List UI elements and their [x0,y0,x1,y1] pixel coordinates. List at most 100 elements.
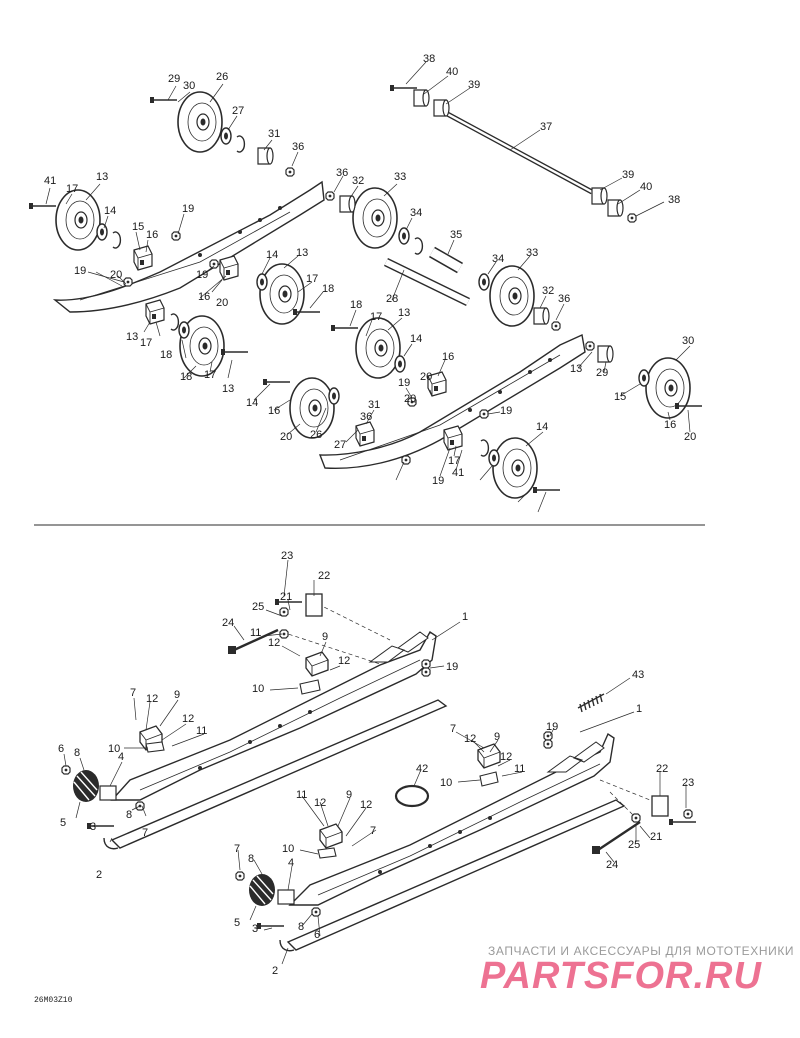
callout: 13 [570,363,582,375]
callout: 14 [104,205,116,217]
callout: 12 [314,797,326,809]
callout: 12 [500,751,512,763]
callout: 42 [416,763,428,775]
callout: 16 [442,351,454,363]
upper-suspension-assembly: 29 30 26 27 31 36 38 40 39 37 39 40 38 4… [28,53,703,513]
callout: 34 [410,207,422,219]
callout: 17 [306,273,318,285]
callout: 15 [132,221,144,233]
callout: 32 [542,285,554,297]
callout: 10 [440,777,452,789]
callout: 8 [298,921,304,933]
callout: 17 [370,311,382,323]
callout: 24 [606,859,618,871]
callout: 40 [640,181,652,193]
callout: 19 [500,405,512,417]
callout: 16 [146,229,158,241]
callout: 13 [96,171,108,183]
callout: 1 [462,611,468,623]
callout: 19 [182,203,194,215]
callout: 12 [146,693,158,705]
callout: 21 [280,591,292,603]
callout: 28 [386,293,398,305]
callout: 5 [60,817,66,829]
callout: 4 [288,857,294,869]
callout: 13 [126,331,138,343]
callout: 41 [44,175,56,187]
callout: 7 [234,843,240,855]
callout: 25 [628,839,640,851]
callout: 20 [280,431,292,443]
callout: 19 [196,269,208,281]
callout: 17 [204,369,216,381]
callout: 31 [268,128,280,140]
callout: 8 [74,747,80,759]
callout: 16 [268,405,280,417]
callout: 32 [352,175,364,187]
callout: 39 [468,79,480,91]
callout: 13 [296,247,308,259]
callout: 41 [452,467,464,479]
callout: 2 [96,869,102,881]
callout: 10 [252,683,264,695]
callout: 11 [250,627,261,639]
callout: 9 [494,731,500,743]
callout: 17 [66,183,78,195]
callout: 8 [126,809,132,821]
callout: 36 [336,167,348,179]
callout: 7 [142,827,148,839]
callout: 14 [266,249,278,261]
callout: 12 [268,637,280,649]
callout: 25 [252,601,264,613]
callout: 10 [282,843,294,855]
callout: 34 [492,253,504,265]
callout: 7 [450,723,456,735]
callout: 4 [118,751,124,763]
callout: 23 [682,777,694,789]
callout: 7 [370,825,376,837]
callout: 29 [168,73,180,85]
callout: 36 [558,293,570,305]
callout: 27 [232,105,244,117]
callout: 30 [183,80,195,92]
callout: 20 [110,269,122,281]
callout: 18 [350,299,362,311]
callout: 20 [216,297,228,309]
callout: 18 [322,283,334,295]
callout: 9 [346,789,352,801]
lower-rail-assembly: 23 22 21 25 24 11 12 9 12 10 19 1 43 7 1… [58,550,697,977]
callout: 6 [314,929,320,941]
callout: 31 [368,399,380,411]
callout: 12 [360,799,372,811]
upper-callouts: 29 30 26 27 31 36 38 40 39 37 39 40 38 4… [44,53,696,487]
figure-code: 26M03Z10 [34,996,73,1005]
callout: 18 [180,371,192,383]
callout: 38 [423,53,435,65]
callout: 13 [398,307,410,319]
callout: 38 [668,194,680,206]
callout: 1 [636,703,642,715]
callout: 37 [540,121,552,133]
callout: 12 [182,713,194,725]
callout: 16 [664,419,676,431]
callout: 33 [394,171,406,183]
callout: 6 [58,743,64,755]
callout: 19 [546,721,558,733]
callout: 14 [536,421,548,433]
callout: 12 [338,655,350,667]
callout: 8 [248,853,254,865]
callout: 35 [450,229,462,241]
callout: 20 [684,431,696,443]
callout: 3 [90,821,96,833]
callout: 19 [432,475,444,487]
callout: 16 [198,291,210,303]
callout: 40 [446,66,458,78]
lower-callouts: 23 22 21 25 24 11 12 9 12 10 19 1 43 7 1… [58,550,694,977]
callout: 17 [448,455,460,467]
callout: 15 [614,391,626,403]
callout: 11 [514,763,525,775]
callout: 19 [446,661,458,673]
callout: 19 [398,377,410,389]
callout: 27 [334,439,346,451]
